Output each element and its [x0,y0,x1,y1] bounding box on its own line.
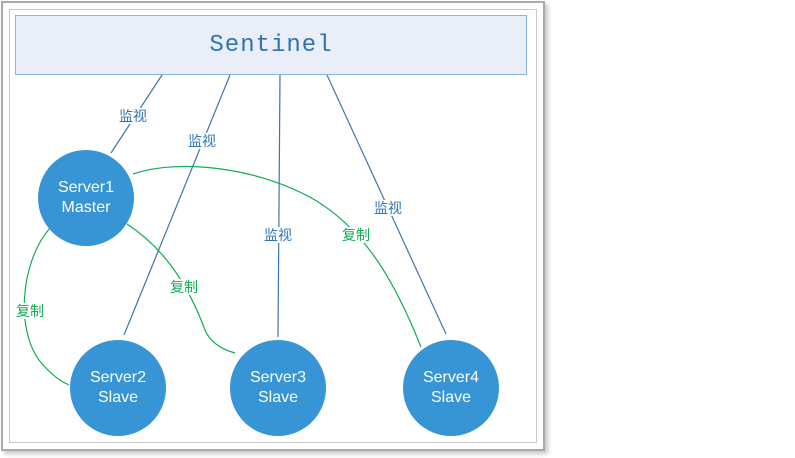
node-role: Slave [430,389,472,406]
node-name: Server2 [89,369,147,386]
node-server2-slave: Server2 Slave [70,340,166,436]
edge-label-monitor-server4: 监视 [372,200,404,216]
edge-label-replicate-server4: 复制 [340,227,372,243]
edge-label-replicate-server2: 复制 [14,303,46,319]
node-name: Server1 [57,179,115,196]
node-role: Master [61,199,111,216]
sentinel-node: Sentinel [15,15,527,75]
edge-label-replicate-server3: 复制 [168,279,200,295]
node-role: Slave [257,389,299,406]
node-name: Server4 [422,369,480,386]
node-server4-slave: Server4 Slave [403,340,499,436]
edge-label-monitor-server3: 监视 [262,227,294,243]
node-server3-slave: Server3 Slave [230,340,326,436]
edge-label-monitor-server1: 监视 [117,108,149,124]
sentinel-label: Sentinel [209,31,333,59]
node-role: Slave [97,389,139,406]
node-name: Server3 [249,369,307,386]
node-server1-master: Server1 Master [38,150,134,246]
edge-label-monitor-server2: 监视 [186,133,218,149]
